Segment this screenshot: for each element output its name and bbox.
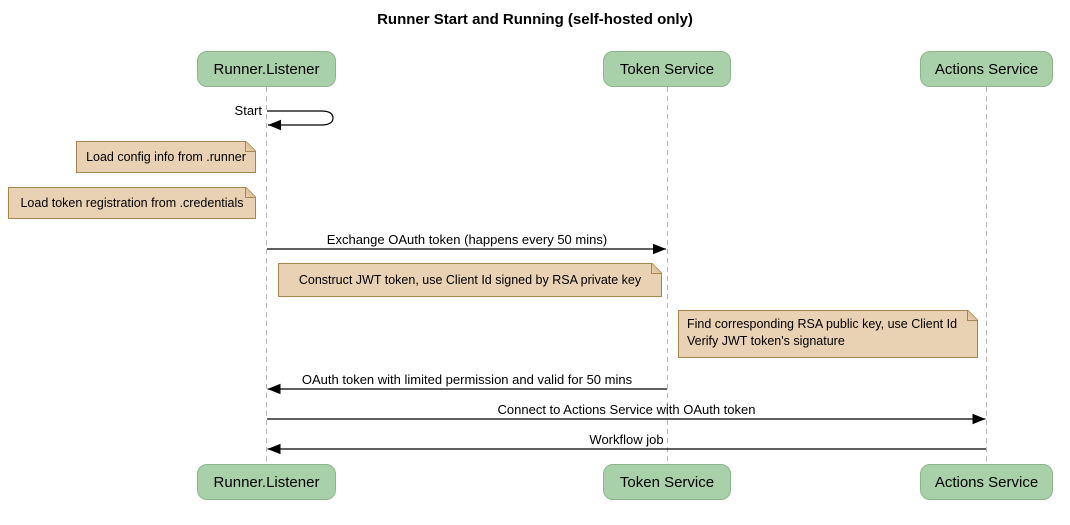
- actor-top-runner-listener: Runner.Listener: [197, 51, 336, 87]
- diagram-title: Runner Start and Running (self-hosted on…: [377, 11, 693, 28]
- note-text: Load token registration from .credential…: [20, 196, 244, 210]
- note-construct-jwt: Construct JWT token, use Client Id signe…: [278, 263, 662, 297]
- actor-label: Actions Service: [934, 473, 1039, 491]
- note-fold-icon: [651, 263, 662, 274]
- message-label-workflow-job: Workflow job: [589, 432, 664, 447]
- actor-bottom-runner-listener: Runner.Listener: [197, 464, 336, 500]
- self-message-arrow-start: [267, 110, 334, 131]
- message-label-exchange-oauth: Exchange OAuth token (happens every 50 m…: [326, 232, 608, 247]
- note-fold-icon: [245, 187, 256, 198]
- note-text-line-1: Find corresponding RSA public key, use C…: [687, 317, 958, 331]
- actor-bottom-token-service: Token Service: [603, 464, 731, 500]
- note-verify-jwt: Find corresponding RSA public key, use C…: [678, 310, 978, 358]
- actor-label: Runner.Listener: [213, 473, 320, 491]
- note-fold-icon: [967, 310, 978, 321]
- note-text: Load config info from .runner: [86, 150, 246, 164]
- actor-label: Runner.Listener: [213, 60, 320, 78]
- actor-top-actions-service: Actions Service: [920, 51, 1053, 87]
- note-load-config: Load config info from .runner: [76, 141, 256, 173]
- message-label-start: Start: [234, 103, 262, 118]
- note-load-token-registration: Load token registration from .credential…: [8, 187, 256, 219]
- note-text-line-2: Verify JWT token's signature: [687, 334, 845, 348]
- message-label-connect-actions: Connect to Actions Service with OAuth to…: [497, 402, 756, 417]
- actor-label: Token Service: [619, 473, 715, 491]
- note-fold-icon: [245, 141, 256, 152]
- actor-top-token-service: Token Service: [603, 51, 731, 87]
- note-text: Construct JWT token, use Client Id signe…: [298, 273, 642, 287]
- message-label-oauth-token-return: OAuth token with limited permission and …: [301, 372, 633, 387]
- actor-label: Actions Service: [934, 60, 1039, 78]
- actor-label: Token Service: [619, 60, 715, 78]
- actor-bottom-actions-service: Actions Service: [920, 464, 1053, 500]
